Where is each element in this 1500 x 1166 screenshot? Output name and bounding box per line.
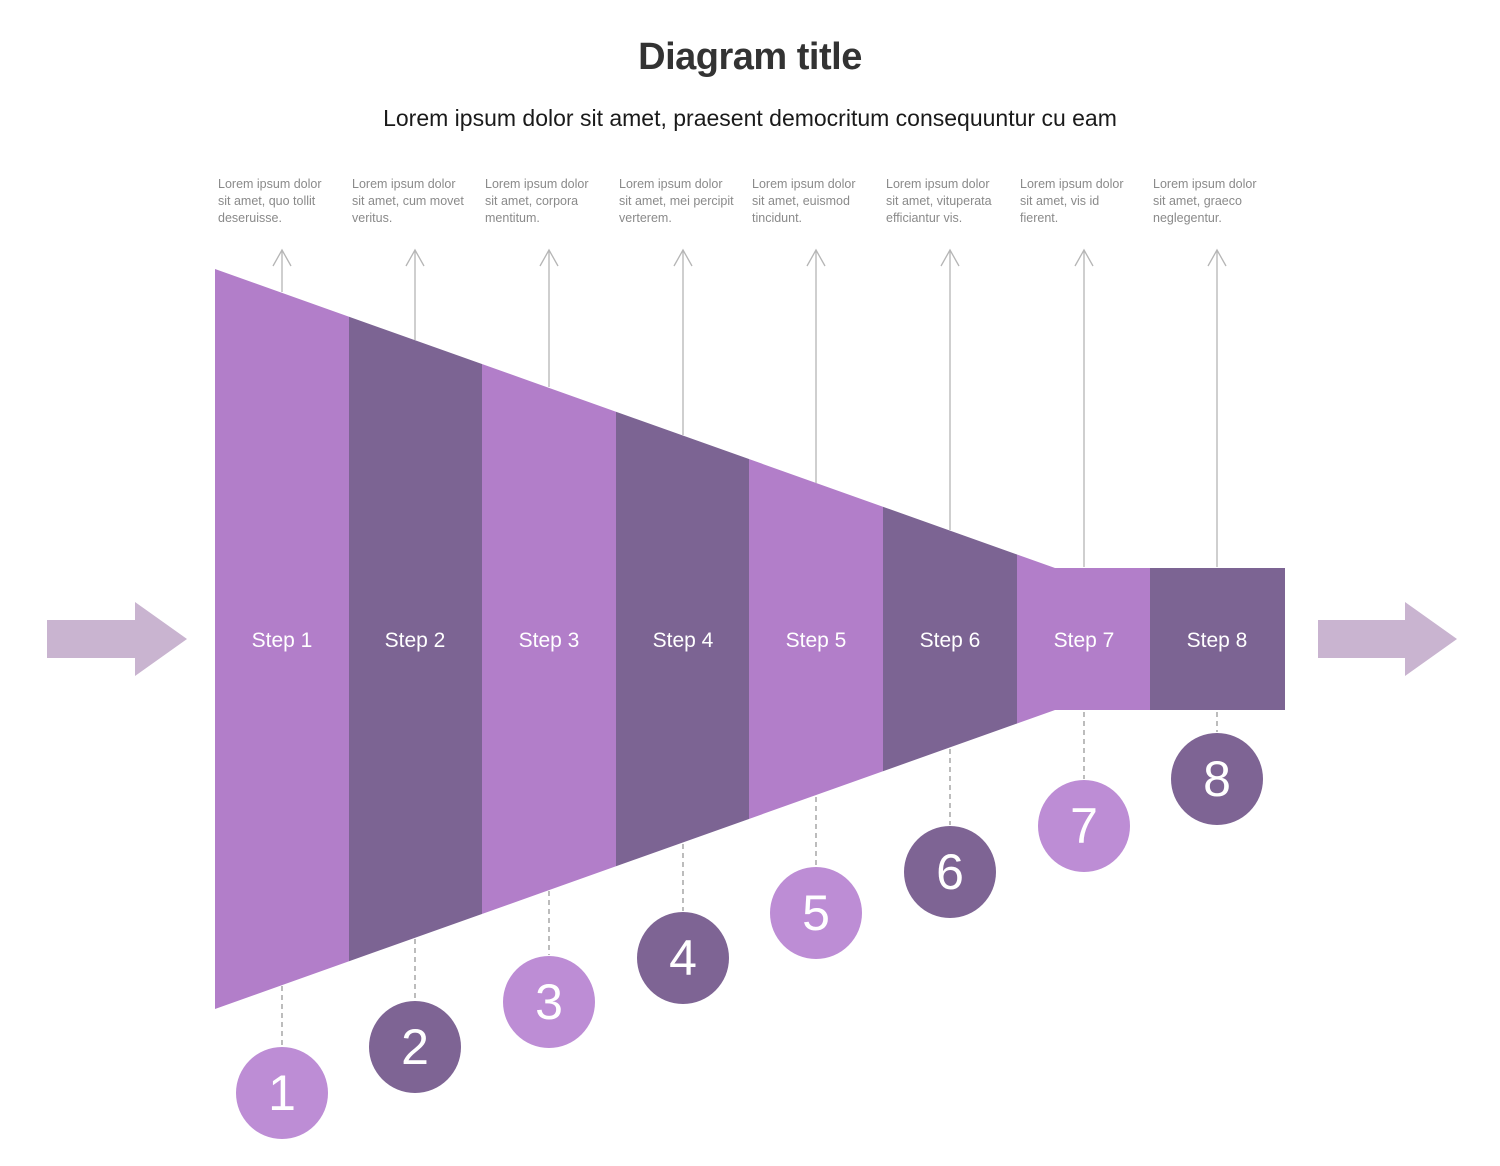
step-note-3: Lorem ipsum dolor sit amet, corpora ment… <box>485 177 589 225</box>
step-number-1: 1 <box>268 1065 296 1121</box>
page-title: Diagram title <box>638 36 862 78</box>
step-label-4: Step 4 <box>653 629 714 652</box>
step-number-3: 3 <box>535 974 563 1030</box>
step-number-circle-5 <box>770 867 862 959</box>
step-number-4: 4 <box>669 930 697 986</box>
step-number-circle-2 <box>369 1001 461 1093</box>
step-note-7: Lorem ipsum dolor sit amet, vis id fiere… <box>1020 177 1124 225</box>
step-note-2: Lorem ipsum dolor sit amet, cum movet ve… <box>352 177 464 225</box>
step-label-3: Step 3 <box>519 629 580 652</box>
step-note-1: Lorem ipsum dolor sit amet, quo tollit d… <box>218 177 322 225</box>
step-number-circle-1 <box>236 1047 328 1139</box>
step-number-7: 7 <box>1070 798 1098 854</box>
up-arrow-6 <box>940 248 960 530</box>
up-arrow-8 <box>1207 248 1227 567</box>
step-note-8: Lorem ipsum dolor sit amet, graeco negle… <box>1153 177 1257 225</box>
flow-in-arrow-icon <box>47 602 187 676</box>
step-number-5: 5 <box>802 885 830 941</box>
funnel-body <box>215 269 1285 1009</box>
step-number-2: 2 <box>401 1019 429 1075</box>
flow-out-arrow-icon <box>1318 602 1457 676</box>
step-number-circle-8 <box>1171 733 1263 825</box>
up-arrow-3 <box>539 248 559 387</box>
up-arrow-7 <box>1074 248 1094 567</box>
step-label-8: Step 8 <box>1187 629 1248 652</box>
step-number-circle-7 <box>1038 780 1130 872</box>
step-note-4: Lorem ipsum dolor sit amet, mei percipit… <box>619 177 734 225</box>
step-label-7: Step 7 <box>1054 629 1115 652</box>
step-label-5: Step 5 <box>786 629 847 652</box>
up-arrow-5 <box>806 248 826 483</box>
step-note-6: Lorem ipsum dolor sit amet, vituperata e… <box>886 177 992 225</box>
step-label-2: Step 2 <box>385 629 446 652</box>
funnel-segment-2 <box>349 269 482 1009</box>
step-number-circle-6 <box>904 826 996 918</box>
step-number-8: 8 <box>1203 751 1231 807</box>
step-note-5: Lorem ipsum dolor sit amet, euismod tinc… <box>752 177 856 225</box>
step-label-6: Step 6 <box>920 629 981 652</box>
up-arrow-2 <box>405 248 425 340</box>
funnel-segment-1 <box>215 269 349 1009</box>
up-arrow-4 <box>673 248 693 435</box>
step-number-circle-3 <box>503 956 595 1048</box>
step-label-1: Step 1 <box>252 629 313 652</box>
page-subtitle: Lorem ipsum dolor sit amet, praesent dem… <box>383 105 1117 131</box>
step-number-circle-4 <box>637 912 729 1004</box>
up-arrow-1 <box>272 248 292 292</box>
step-number-6: 6 <box>936 844 964 900</box>
